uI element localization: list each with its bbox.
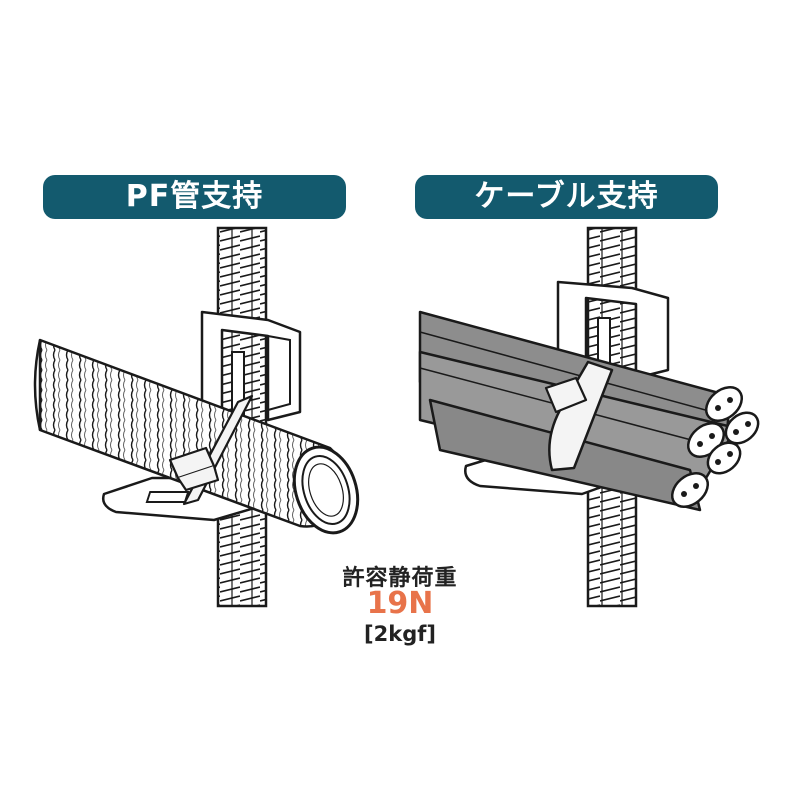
label-cable-support: ケーブル支持 — [415, 175, 718, 219]
cable-tie-head-right — [544, 376, 588, 414]
cable-ends — [670, 386, 760, 508]
pf-conduit-support-illustration — [33, 226, 360, 608]
static-load-value: 19N — [366, 586, 434, 621]
static-load-kgf: [2kgf] — [364, 622, 436, 646]
label-pf-support: PF管支持 — [43, 175, 346, 219]
cable-tie-right — [548, 360, 614, 472]
cable-bundle-support-illustration — [418, 226, 760, 608]
static-load-title: 許容静荷重 — [342, 566, 458, 591]
